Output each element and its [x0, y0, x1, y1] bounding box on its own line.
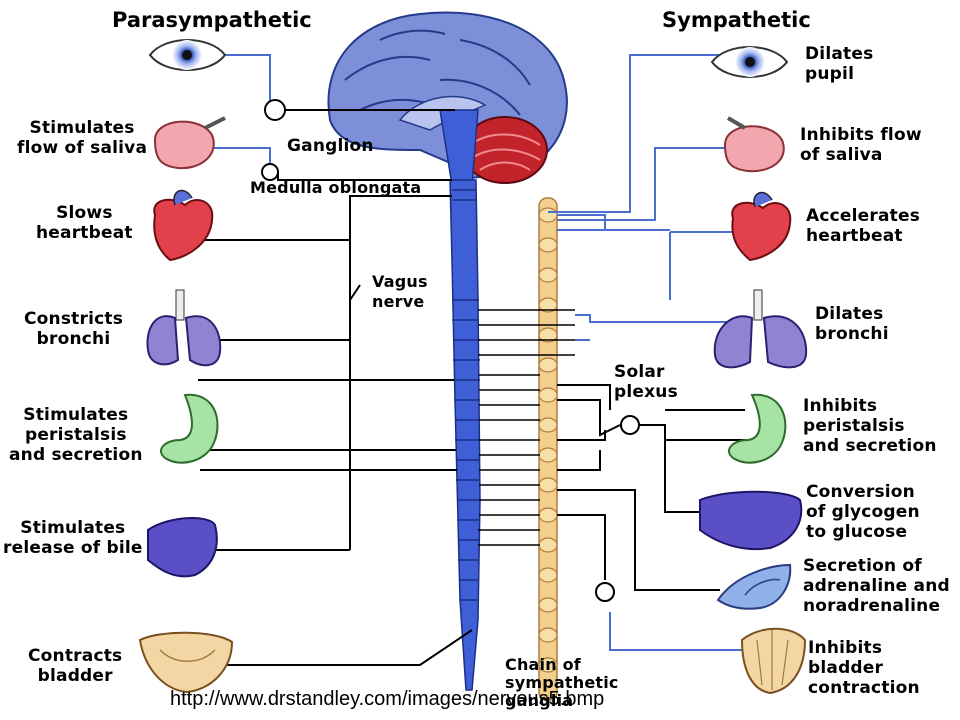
label-medulla-oblongata: Medulla oblongata [250, 178, 422, 197]
right-lungs-icon [713, 289, 808, 369]
label-ganglion: Ganglion [287, 136, 374, 156]
brain [327, 11, 568, 186]
heading-parasympathetic: Parasympathetic [112, 8, 312, 32]
right-adrenal-gland-icon [716, 563, 792, 610]
right-salivary-gland-icon [723, 116, 785, 173]
heading-sympathetic: Sympathetic [662, 8, 811, 32]
sympathetic-nerves [548, 54, 745, 651]
sympathetic-ganglia [595, 415, 640, 602]
sympathetic-nerves-black [557, 384, 745, 591]
right-heart-icon [731, 191, 792, 262]
left-heart-icon [153, 189, 214, 262]
left-bladder-icon [138, 631, 234, 694]
left-lungs-icon [146, 289, 222, 367]
left-eye-icon [148, 39, 227, 71]
sympathetic-chain [478, 197, 575, 701]
left-liver-icon [147, 517, 218, 578]
spinal-cord [449, 179, 481, 691]
right-bladder-icon [740, 627, 807, 695]
parasympathetic-ganglia [261, 99, 286, 181]
right-stomach-icon [728, 393, 787, 464]
source-url: http://www.drstandley.com/images/nervous… [170, 688, 605, 710]
right-liver-icon [699, 490, 803, 551]
right-eye-icon [710, 46, 789, 78]
left-salivary-gland-icon [153, 116, 226, 170]
left-stomach-icon [160, 393, 219, 464]
